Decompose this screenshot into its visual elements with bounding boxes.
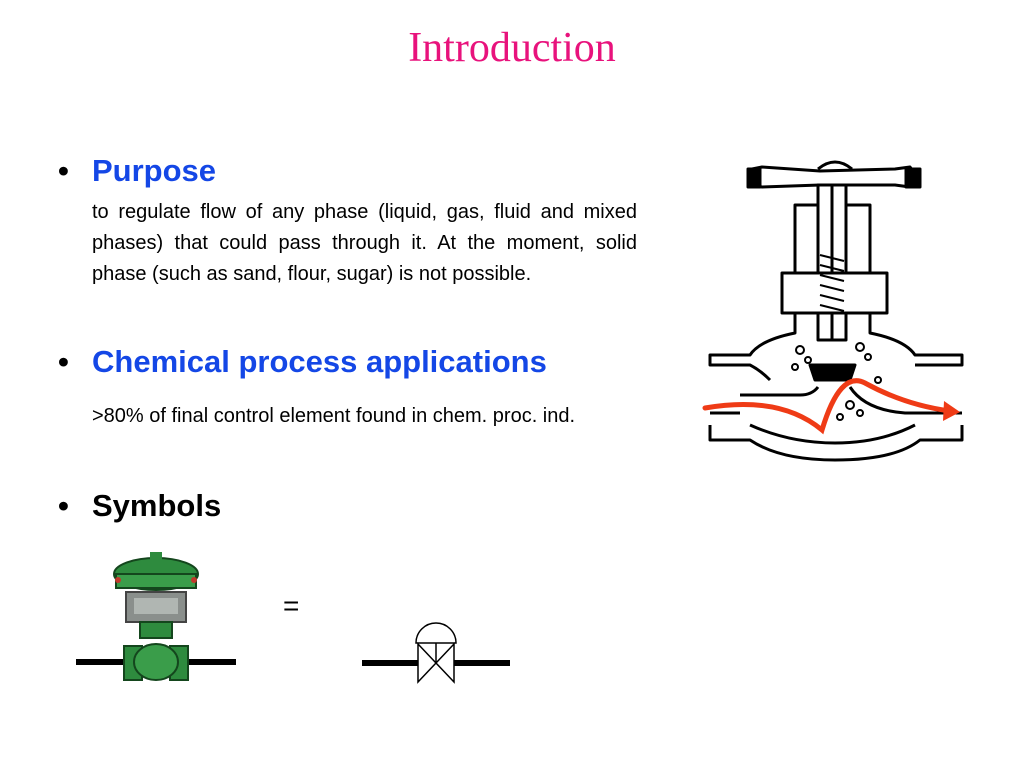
applications-heading: Chemical process applications <box>92 344 547 379</box>
control-valve-pid-symbol <box>362 622 510 684</box>
bullet-dot: • <box>58 344 69 379</box>
bullet-dot: • <box>58 153 69 188</box>
bullet-symbols: • Symbols <box>58 488 221 524</box>
bullet-purpose: • Purpose <box>58 153 216 189</box>
applications-text: >80% of final control element found in c… <box>92 405 576 427</box>
pneumatic-control-valve-photo <box>76 552 236 681</box>
purpose-heading: Purpose <box>92 153 217 188</box>
flow-direction-arrow <box>702 378 960 435</box>
bullet-applications: • Chemical process applications <box>58 344 547 380</box>
bullet-dot: • <box>58 488 69 523</box>
globe-valve-cutaway-diagram <box>702 160 964 462</box>
slide-title: Introduction <box>408 25 616 71</box>
equals-sign: = <box>283 590 300 621</box>
purpose-text: to regulate flow of any phase (liquid, g… <box>92 201 637 285</box>
symbols-heading: Symbols <box>92 488 222 523</box>
